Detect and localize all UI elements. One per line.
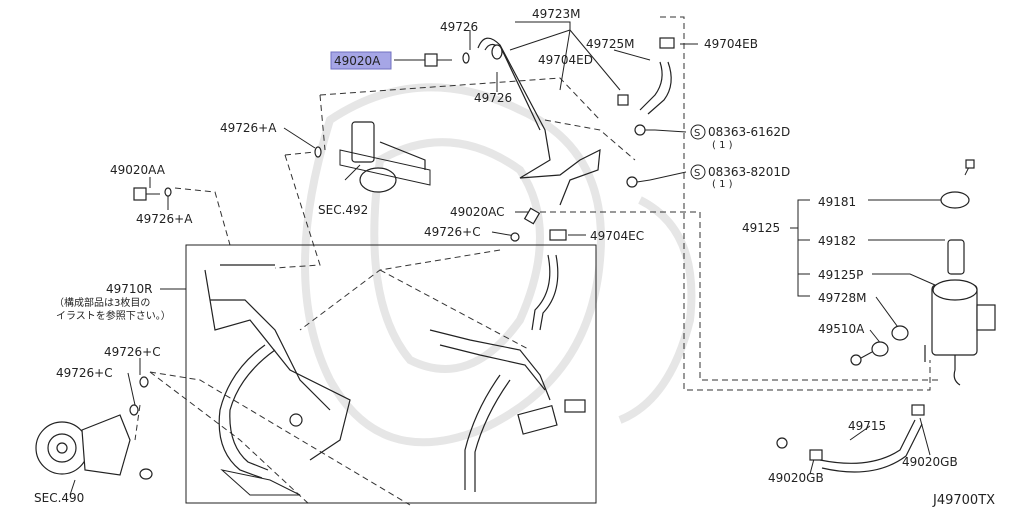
label-49704EC[interactable]: 49704EC <box>590 229 644 243</box>
label-49704EB[interactable]: 49704EB <box>704 37 758 51</box>
label-49510A[interactable]: 49510A <box>818 322 865 336</box>
qty-08363-8201D: ( 1 ) <box>712 179 733 190</box>
label-49020GB-2[interactable]: 49020GB <box>902 455 958 469</box>
diagram-code: J49700TX <box>932 493 995 508</box>
label-49726-mid[interactable]: 49726 <box>474 91 512 105</box>
label-49725M[interactable]: 49725M <box>586 37 635 51</box>
label-49181[interactable]: 49181 <box>818 195 856 209</box>
leader-lines <box>69 21 945 496</box>
label-49726C-3[interactable]: 49726+C <box>56 366 113 380</box>
pipe-assembly-frame <box>185 244 597 504</box>
label-08363-6162D[interactable]: 08363-6162D <box>708 125 790 139</box>
label-49020AC[interactable]: 49020AC <box>450 205 505 219</box>
label-49726C-2[interactable]: 49726+C <box>104 345 161 359</box>
label-49726A-2[interactable]: 49726+A <box>136 212 193 226</box>
label-49726C-1[interactable]: 49726+C <box>424 225 481 239</box>
label-49710R[interactable]: 49710R <box>106 282 153 296</box>
note-line-1: （構成部品は3枚目の <box>54 296 150 309</box>
s-mark-2 <box>690 164 706 180</box>
label-49020A[interactable]: 49020A <box>334 54 381 68</box>
label-49020AA[interactable]: 49020AA <box>110 163 166 177</box>
dashed-connection-lines <box>134 16 940 506</box>
part-labels: 49723M 49726 49725M 49704EB 49020A 49704… <box>34 7 995 508</box>
part-drawings <box>35 37 996 496</box>
label-49723M[interactable]: 49723M <box>532 7 581 21</box>
label-49715[interactable]: 49715 <box>848 419 886 433</box>
label-49726-top[interactable]: 49726 <box>440 20 478 34</box>
label-49125P[interactable]: 49125P <box>818 268 863 282</box>
s-mark-1-text: S <box>694 128 700 139</box>
label-49704ED[interactable]: 49704ED <box>538 53 593 67</box>
label-49182[interactable]: 49182 <box>818 234 856 248</box>
s-mark-2-text: S <box>694 168 700 179</box>
s-mark-1 <box>690 124 706 140</box>
qty-08363-6162D: ( 1 ) <box>712 140 733 151</box>
watermark-emblem <box>301 83 696 447</box>
label-sec-490[interactable]: SEC.490 <box>34 491 84 505</box>
highlight-49020A <box>330 51 392 70</box>
label-49020GB-1[interactable]: 49020GB <box>768 471 824 485</box>
label-sec-492[interactable]: SEC.492 <box>318 203 368 217</box>
label-49125[interactable]: 49125 <box>742 221 780 235</box>
label-08363-8201D[interactable]: 08363-8201D <box>708 165 790 179</box>
label-49726A-1[interactable]: 49726+A <box>220 121 277 135</box>
note-line-2: イラストを参照下さい。） <box>56 309 171 322</box>
label-49728M[interactable]: 49728M <box>818 291 867 305</box>
